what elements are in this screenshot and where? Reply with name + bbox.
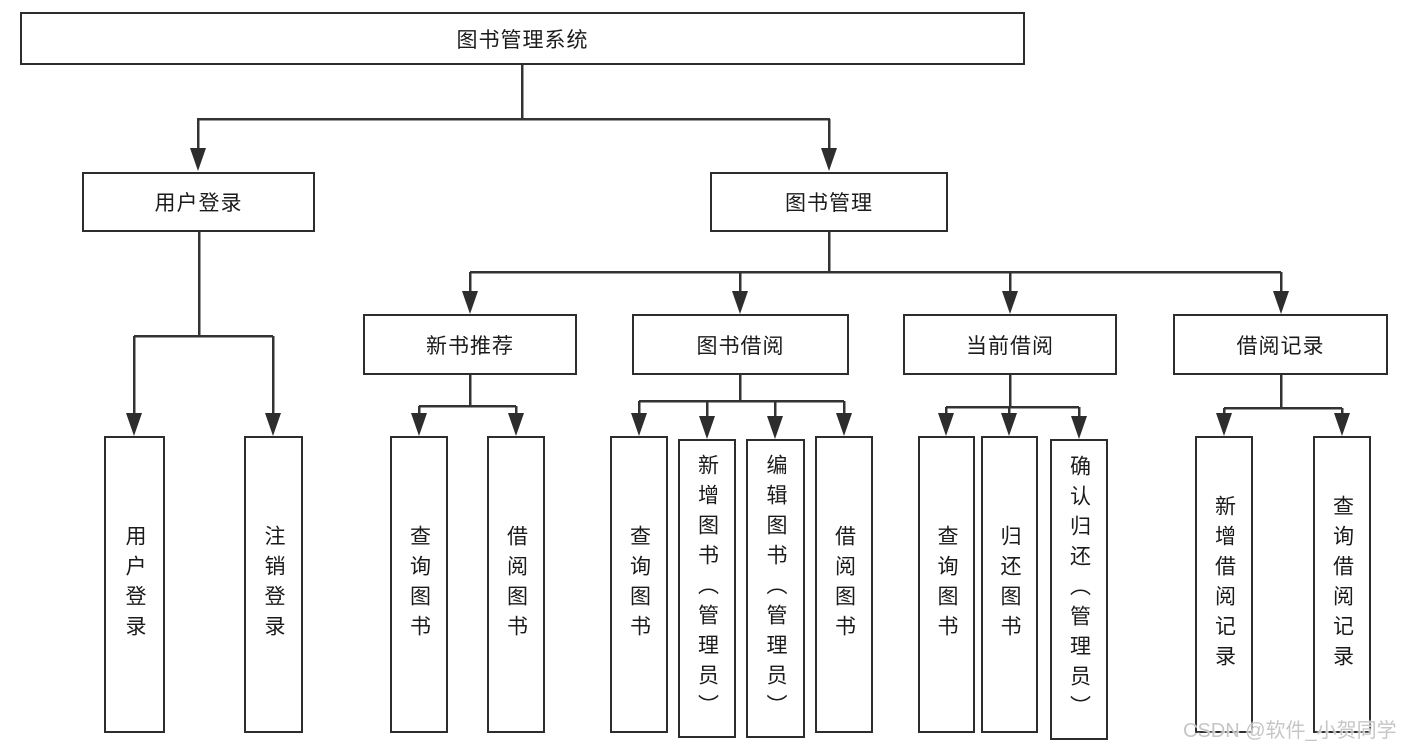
leaf-logout: 注销登录 xyxy=(244,436,303,733)
leaf-query-books-current-label: 查询图书 xyxy=(935,524,958,645)
leaf-query-books-recommend-label: 查询图书 xyxy=(407,524,431,645)
node-book-borrow: 图书借阅 xyxy=(632,314,849,375)
node-current-borrow-label: 当前借阅 xyxy=(966,334,1054,358)
arrowheads xyxy=(126,148,1350,439)
leaf-logout-label: 注销登录 xyxy=(262,524,285,645)
leaf-query-books-current: 查询图书 xyxy=(918,436,975,733)
node-borrow-records: 借阅记录 xyxy=(1173,314,1388,375)
leaf-query-books-recommend: 查询图书 xyxy=(390,436,448,733)
node-new-book-recommend: 新书推荐 xyxy=(363,314,577,375)
node-user-login-label: 用户登录 xyxy=(154,192,243,215)
leaf-return-books-label: 归还图书 xyxy=(998,524,1021,645)
node-new-book-recommend-label: 新书推荐 xyxy=(426,334,514,358)
leaf-confirm-return-admin-label: 确认归还（管理员） xyxy=(1067,454,1091,725)
leaf-add-books-admin-label: 新增图书（管理员） xyxy=(695,453,719,724)
node-user-login: 用户登录 xyxy=(82,172,315,232)
leaf-return-books: 归还图书 xyxy=(981,436,1038,733)
node-root: 图书管理系统 xyxy=(20,12,1025,65)
leaf-query-books-borrow-label: 查询图书 xyxy=(627,524,651,645)
leaf-add-borrow-record-label: 新增借阅记录 xyxy=(1212,494,1236,675)
leaf-edit-books-admin: 编辑图书（管理员） xyxy=(746,439,805,738)
leaf-query-borrow-record-label: 查询借阅记录 xyxy=(1330,494,1354,675)
leaf-edit-books-admin-label: 编辑图书（管理员） xyxy=(764,453,787,724)
leaf-borrow-books-recommend-label: 借阅图书 xyxy=(504,524,528,645)
leaf-borrow-books-recommend: 借阅图书 xyxy=(487,436,545,733)
leaf-user-login-label: 用户登录 xyxy=(123,524,146,645)
node-borrow-records-label: 借阅记录 xyxy=(1236,334,1325,358)
leaf-add-borrow-record: 新增借阅记录 xyxy=(1195,436,1253,733)
node-book-management: 图书管理 xyxy=(710,172,948,232)
node-book-borrow-label: 图书借阅 xyxy=(696,334,785,358)
leaf-user-login: 用户登录 xyxy=(104,436,165,733)
leaf-confirm-return-admin: 确认归还（管理员） xyxy=(1050,439,1108,740)
leaf-borrow-books-label: 借阅图书 xyxy=(832,524,856,645)
leaf-query-books-borrow: 查询图书 xyxy=(610,436,668,733)
leaf-add-books-admin: 新增图书（管理员） xyxy=(678,439,736,738)
watermark: CSDN @软件_小贺同学 xyxy=(1183,720,1397,742)
leaf-borrow-books: 借阅图书 xyxy=(815,436,873,733)
node-current-borrow: 当前借阅 xyxy=(903,314,1117,375)
node-root-label: 图书管理系统 xyxy=(456,28,589,52)
leaf-query-borrow-record: 查询借阅记录 xyxy=(1313,436,1371,733)
node-book-management-label: 图书管理 xyxy=(785,192,873,215)
